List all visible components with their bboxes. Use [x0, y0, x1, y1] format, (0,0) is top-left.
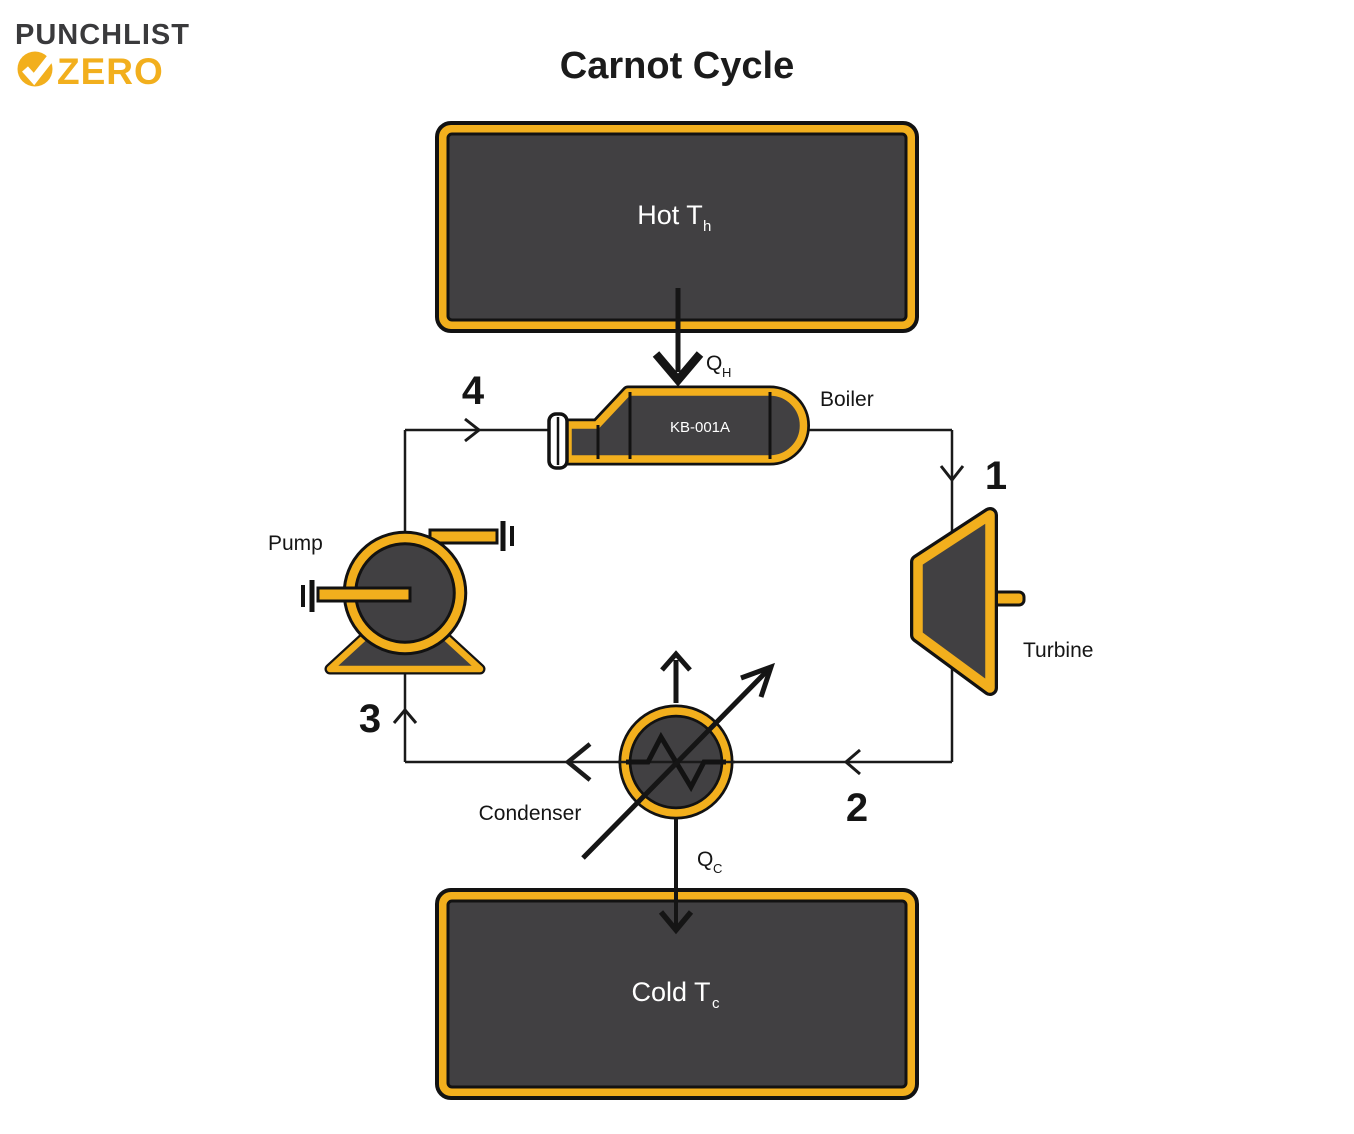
hot-reservoir: Hot T h: [435, 121, 919, 333]
qc-arrowhead: [658, 910, 694, 935]
condenser-outlet-arrow: [564, 742, 592, 782]
chevron-up-3: [392, 707, 418, 724]
chevron-right-4: [464, 417, 482, 443]
boiler-tag: KB-001A: [670, 419, 730, 436]
state-point-2: 2: [846, 786, 868, 830]
cold-reservoir: Cold T c: [435, 888, 919, 1100]
hot-label: Hot T: [637, 200, 703, 230]
pump-suction-pipe: [316, 586, 412, 603]
qc-label: Q: [697, 848, 713, 871]
turbine-symbol: [910, 507, 1026, 696]
boiler-symbol: KB-001A: [547, 385, 810, 470]
logo-brand-top: PUNCHLIST: [15, 19, 190, 51]
state-point-4: 4: [462, 369, 485, 413]
qh-heat-arrow: Q H: [652, 288, 731, 387]
hot-label-subscript: h: [703, 218, 711, 235]
logo-brand-bottom: ZERO: [57, 51, 164, 92]
state-point-3: 3: [359, 697, 381, 741]
flow-chevrons: [392, 417, 965, 776]
cold-label-subscript: c: [712, 995, 720, 1012]
boiler-label: Boiler: [820, 388, 874, 411]
condenser-symbol: [581, 650, 776, 860]
boiler-gold-border: [564, 388, 808, 463]
qh-label: Q: [706, 352, 722, 375]
qh-label-subscript: H: [722, 365, 731, 380]
chevron-left-2: [843, 748, 861, 776]
qc-label-subscript: C: [713, 861, 722, 876]
condenser-label: Condenser: [479, 802, 582, 825]
cold-label: Cold T: [631, 977, 710, 1007]
pump-discharge-pipe: [428, 528, 499, 545]
qh-arrowhead: [652, 351, 704, 387]
state-point-1: 1: [985, 454, 1007, 498]
turbine-label: Turbine: [1023, 639, 1093, 662]
chevron-down-1: [939, 465, 965, 483]
condenser-diagonal-arrow: [581, 668, 770, 860]
pump-symbol: [301, 521, 514, 675]
qc-heat-arrow: Q C: [658, 819, 722, 935]
pump-label: Pump: [268, 532, 323, 555]
punchlist-zero-logo: PUNCHLIST ZERO: [15, 19, 190, 92]
check-circle-icon: [17, 51, 56, 87]
turbine-gold-border: [913, 510, 995, 693]
page-title: Carnot Cycle: [560, 45, 794, 87]
